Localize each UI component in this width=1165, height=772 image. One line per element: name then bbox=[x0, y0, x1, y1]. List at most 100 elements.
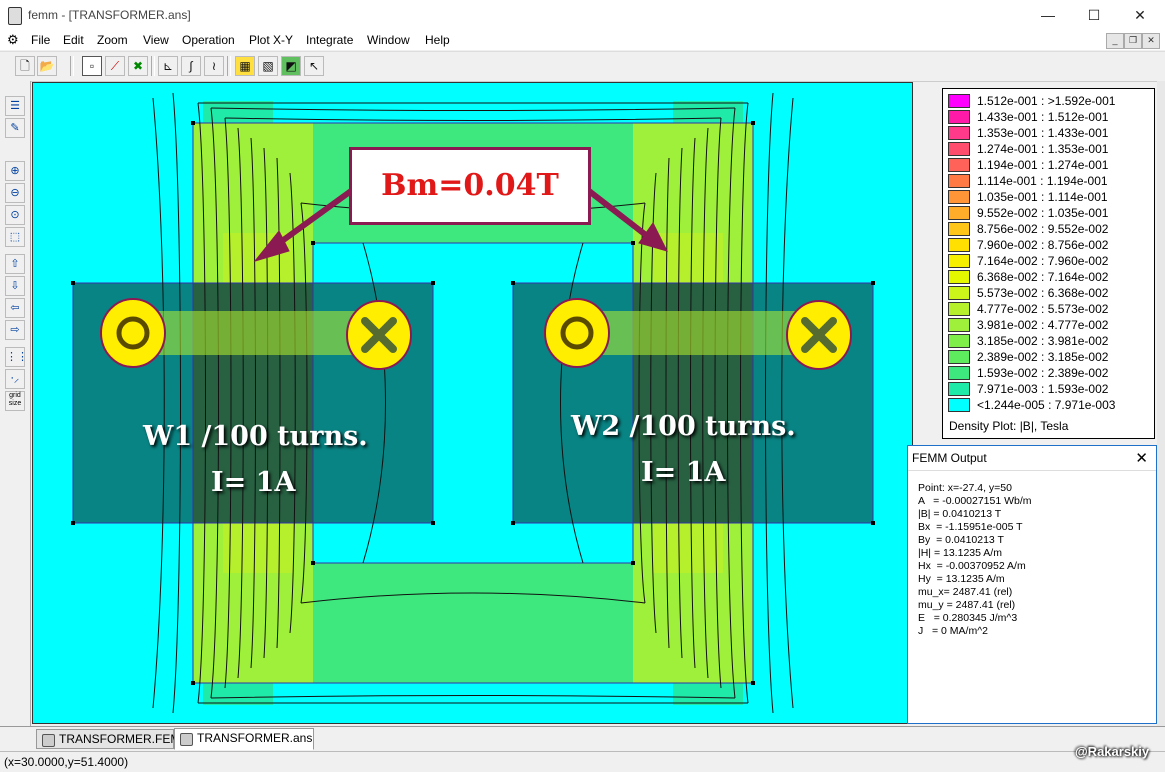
legend-swatch bbox=[948, 270, 970, 284]
pointer-icon[interactable]: ↖ bbox=[304, 56, 324, 76]
vector-plot-icon[interactable]: ◩ bbox=[281, 56, 301, 76]
contour-plot-icon[interactable]: ▧ bbox=[258, 56, 278, 76]
legend-label: 7.971e-003 : 1.593e-002 bbox=[977, 382, 1109, 396]
output-line: Bx = -1.15951e-005 T bbox=[918, 521, 1023, 533]
tab-transformer-fem[interactable]: TRANSFORMER.FEM bbox=[36, 729, 180, 749]
legend-swatch bbox=[948, 190, 970, 204]
legend-row: 1.593e-002 : 2.389e-002 bbox=[947, 365, 1152, 381]
show-mesh-icon[interactable]: ☰ bbox=[5, 96, 25, 116]
menu-edit[interactable]: Edit bbox=[63, 33, 84, 47]
zoom-natural-icon[interactable]: ⊙ bbox=[5, 205, 25, 225]
pan-left-icon[interactable]: ⇦ bbox=[5, 298, 25, 318]
close-icon[interactable]: ✕ bbox=[1135, 450, 1148, 467]
legend-row: 1.433e-001 : 1.512e-001 bbox=[947, 109, 1152, 125]
open-folder-icon[interactable]: 📂 bbox=[37, 56, 57, 76]
close-button[interactable]: ✕ bbox=[1134, 7, 1146, 23]
menu-zoom[interactable]: Zoom bbox=[97, 33, 128, 47]
mdi-close-button[interactable]: ✕ bbox=[1142, 33, 1160, 49]
edit-props-icon[interactable]: ✎ bbox=[5, 118, 25, 138]
flux-lines-yoke bbox=[198, 102, 748, 704]
snap-grid-icon[interactable]: ⸱⸝ bbox=[5, 369, 25, 389]
legend-swatch bbox=[948, 286, 970, 300]
legend-label: 3.185e-002 : 3.981e-002 bbox=[977, 334, 1109, 348]
current-out-symbol-w1 bbox=[100, 298, 166, 368]
density-plot-icon[interactable]: ▦ bbox=[235, 56, 255, 76]
output-line: mu_y = 2487.41 (rel) bbox=[918, 599, 1016, 611]
mdi-child-icon[interactable]: ⚙ bbox=[7, 32, 19, 47]
legend-label: 1.433e-001 : 1.512e-001 bbox=[977, 110, 1109, 124]
field-plot-area[interactable]: Bm=0.04T W1 /100 turns. I= 1A W2 /100 tu… bbox=[32, 82, 913, 724]
tab-label: TRANSFORMER.ans bbox=[197, 731, 313, 745]
legend-swatch bbox=[948, 158, 970, 172]
maximize-button[interactable]: ☐ bbox=[1087, 7, 1101, 23]
legend-row: 6.368e-002 : 7.164e-002 bbox=[947, 269, 1152, 285]
menu-operation[interactable]: Operation bbox=[182, 33, 235, 47]
legend-label: 3.981e-002 : 4.777e-002 bbox=[977, 318, 1109, 332]
conductor-bar-w1 bbox=[133, 311, 373, 355]
menu-integrate[interactable]: Integrate bbox=[306, 33, 354, 47]
mdi-minimize-button[interactable]: _ bbox=[1106, 33, 1124, 49]
flux-density-plot bbox=[71, 92, 875, 714]
line-mode-icon[interactable]: ⟋ bbox=[105, 56, 125, 76]
legend-row: 2.389e-002 : 3.185e-002 bbox=[947, 349, 1152, 365]
legend-swatch bbox=[948, 142, 970, 156]
output-line: By = 0.0410213 T bbox=[918, 534, 1004, 546]
integrate-icon[interactable]: ∫ bbox=[181, 56, 201, 76]
legend-swatch bbox=[948, 174, 970, 188]
legend-swatch bbox=[948, 398, 970, 412]
line-integral-icon[interactable]: ≀ bbox=[204, 56, 224, 76]
legend-row: 9.552e-002 : 1.035e-001 bbox=[947, 205, 1152, 221]
pan-down-icon[interactable]: ⇩ bbox=[5, 276, 25, 296]
menu-view[interactable]: View bbox=[143, 33, 169, 47]
legend-row: 1.194e-001 : 1.274e-001 bbox=[947, 157, 1152, 173]
coil-w2-outline bbox=[512, 282, 874, 524]
legend-swatch bbox=[948, 350, 970, 364]
zoom-in-icon[interactable]: ⊕ bbox=[5, 161, 25, 181]
tab-transformer-ans[interactable]: TRANSFORMER.ans bbox=[174, 728, 314, 750]
legend-swatch bbox=[948, 94, 970, 108]
menu-file[interactable]: File bbox=[31, 33, 51, 47]
current-in-symbol-w1 bbox=[346, 300, 412, 370]
output-header: FEMM Output ✕ bbox=[908, 446, 1156, 471]
vertical-scrollbar[interactable] bbox=[1157, 81, 1165, 726]
legend-row: 1.274e-001 : 1.353e-001 bbox=[947, 141, 1152, 157]
minimize-button[interactable]: — bbox=[1041, 7, 1055, 23]
legend-swatch bbox=[948, 318, 970, 332]
femm-app-icon bbox=[8, 7, 22, 25]
area-mode-icon[interactable]: ✖ bbox=[128, 56, 148, 76]
legend-caption: Density Plot: |B|, Tesla bbox=[949, 419, 1069, 433]
new-file-icon[interactable]: 🗋 bbox=[15, 56, 35, 76]
show-grid-icon[interactable]: ⋮⋮ bbox=[5, 347, 28, 367]
winding-w2-label: W2 /100 turns. bbox=[571, 411, 796, 442]
window-outline bbox=[312, 242, 634, 564]
legend-row: 1.353e-001 : 1.433e-001 bbox=[947, 125, 1152, 141]
menu-help[interactable]: Help bbox=[425, 33, 450, 47]
legend-label: 7.960e-002 : 8.756e-002 bbox=[977, 238, 1109, 252]
zoom-window-icon[interactable]: ⬚ bbox=[5, 227, 25, 247]
menu-window[interactable]: Window bbox=[367, 33, 410, 47]
menu-plot-xy[interactable]: Plot X-Y bbox=[249, 33, 294, 47]
output-line: mu_x= 2487.41 (rel) bbox=[918, 586, 1013, 598]
legend-row: 4.777e-002 : 5.573e-002 bbox=[947, 301, 1152, 317]
current-in-symbol-w2 bbox=[786, 300, 852, 370]
pan-up-icon[interactable]: ⇧ bbox=[5, 254, 25, 274]
legend-row: 1.035e-001 : 1.114e-001 bbox=[947, 189, 1152, 205]
legend-row: 8.756e-002 : 9.552e-002 bbox=[947, 221, 1152, 237]
main-toolbar: 🗋 📂 ▫ ⟋ ✖ ⊾ ∫ ≀ ▦ ▧ ◩ ↖ bbox=[0, 51, 1165, 82]
zoom-out-icon[interactable]: ⊖ bbox=[5, 183, 25, 203]
window-title: femm - [TRANSFORMER.ans] bbox=[28, 8, 191, 22]
mdi-restore-button[interactable]: ❐ bbox=[1124, 33, 1142, 49]
menu-bar: ⚙ File Edit Zoom View Operation Plot X-Y… bbox=[0, 30, 1165, 50]
legend-swatch bbox=[948, 126, 970, 140]
output-line: E = 0.280345 J/m^3 bbox=[918, 612, 1018, 624]
legend-swatch bbox=[948, 382, 970, 396]
toolbar-separator bbox=[151, 56, 155, 76]
point-mode-icon[interactable]: ▫ bbox=[82, 56, 102, 76]
pan-right-icon[interactable]: ⇨ bbox=[5, 320, 25, 340]
legend-label: 1.512e-001 : >1.592e-001 bbox=[977, 94, 1116, 108]
legend-row: 3.981e-002 : 4.777e-002 bbox=[947, 317, 1152, 333]
plot-xy-icon[interactable]: ⊾ bbox=[158, 56, 178, 76]
